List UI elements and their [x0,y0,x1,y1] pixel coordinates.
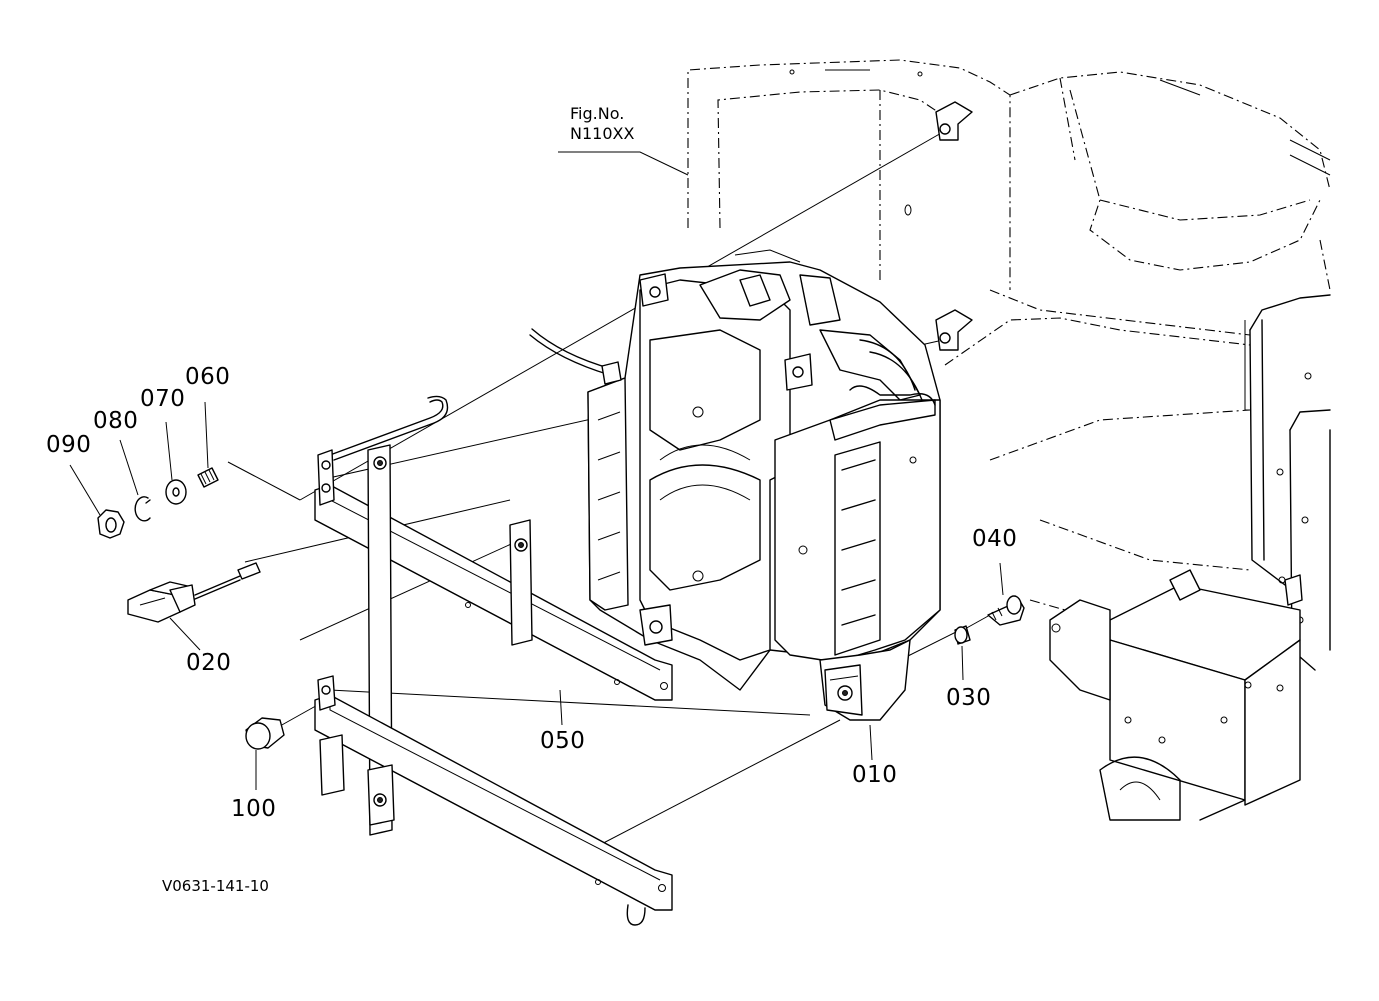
hanger-rod [329,395,449,461]
callout-030: 030 [946,685,992,711]
figure-ref-line2: N110XX [570,124,635,143]
callout-040: 040 [972,526,1018,552]
callout-050: 050 [540,728,586,754]
figure-ref-label: Fig.No. N110XX [570,104,634,144]
callout-080: 080 [93,408,139,434]
main-unit-010 [529,249,941,721]
callout-010-leader [869,724,873,761]
lower-bracket [314,675,673,926]
callout-010: 010 [852,762,898,788]
callout-070: 070 [140,386,186,412]
part-030-040-fittings [954,562,1025,681]
drawing-code: V0631-141-10 [162,877,269,895]
figure-ref-line1: Fig.No. [570,104,625,123]
part-020-sensor [127,562,261,651]
seat-base-bracket [1049,569,1303,821]
fig-ref-leader [558,151,689,176]
callout-050-leader [559,689,563,726]
callout-090: 090 [46,432,92,458]
callout-060: 060 [185,364,231,390]
cab-mounting-lugs [789,69,973,351]
callout-100: 100 [231,796,277,822]
callout-020: 020 [186,650,232,676]
fastener-stack [69,401,219,539]
part-100-plug [245,717,285,790]
